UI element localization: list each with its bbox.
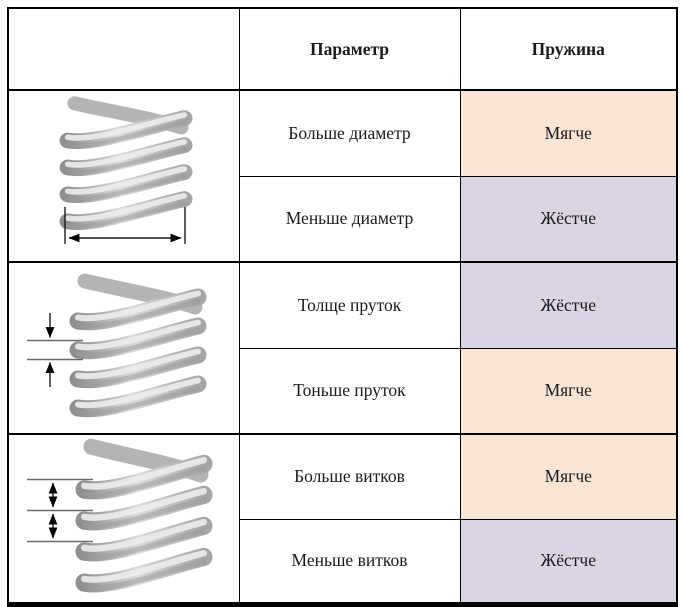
param-cell: Толще пруток	[238, 261, 461, 349]
table-row: Больше диаметр Мягче	[7, 89, 678, 263]
coil-spring-coil-pitch-illustration	[27, 436, 236, 600]
result-cell: Жёстче	[459, 518, 678, 605]
result-cell: Жёстче	[459, 261, 678, 349]
wire-thickness-arrows	[27, 313, 83, 387]
diameter-dimension-arrow	[64, 207, 186, 244]
header-spring: Пружина	[459, 7, 678, 91]
spring-stiffness-table: Параметр Пружина Больше диаметр Мягче Ме…	[7, 7, 678, 607]
param-cell: Меньше витков	[238, 518, 461, 605]
spring-diameter-image	[7, 89, 240, 263]
table-row: Толще пруток Жёстче	[7, 261, 678, 435]
param-cell: Больше диаметр	[238, 89, 461, 177]
result-cell: Жёстче	[459, 175, 678, 263]
param-cell: Больше витков	[238, 433, 461, 520]
coil-pitch-arrows	[27, 479, 93, 543]
spring-wire-thickness-image	[7, 261, 240, 435]
table-row: Меньше диаметр Жёстче	[8, 175, 678, 263]
result-cell: Мягче	[459, 89, 678, 177]
result-cell: Мягче	[459, 347, 678, 435]
param-cell: Меньше диаметр	[238, 175, 461, 263]
table-row: Меньше витков Жёстче	[8, 518, 678, 605]
param-cell: Тоньше пруток	[238, 347, 461, 435]
coil-spring-diameter-illustration	[9, 91, 236, 244]
header-parameter: Параметр	[238, 7, 461, 91]
coil-spring-wire-thickness-illustration	[27, 263, 236, 433]
table-row: Больше витков Мягче	[7, 433, 678, 605]
header-image-cell	[7, 7, 240, 91]
spring-coil-count-image	[7, 433, 240, 605]
result-cell: Мягче	[459, 433, 678, 520]
table-header-row: Параметр Пружина	[7, 7, 678, 91]
